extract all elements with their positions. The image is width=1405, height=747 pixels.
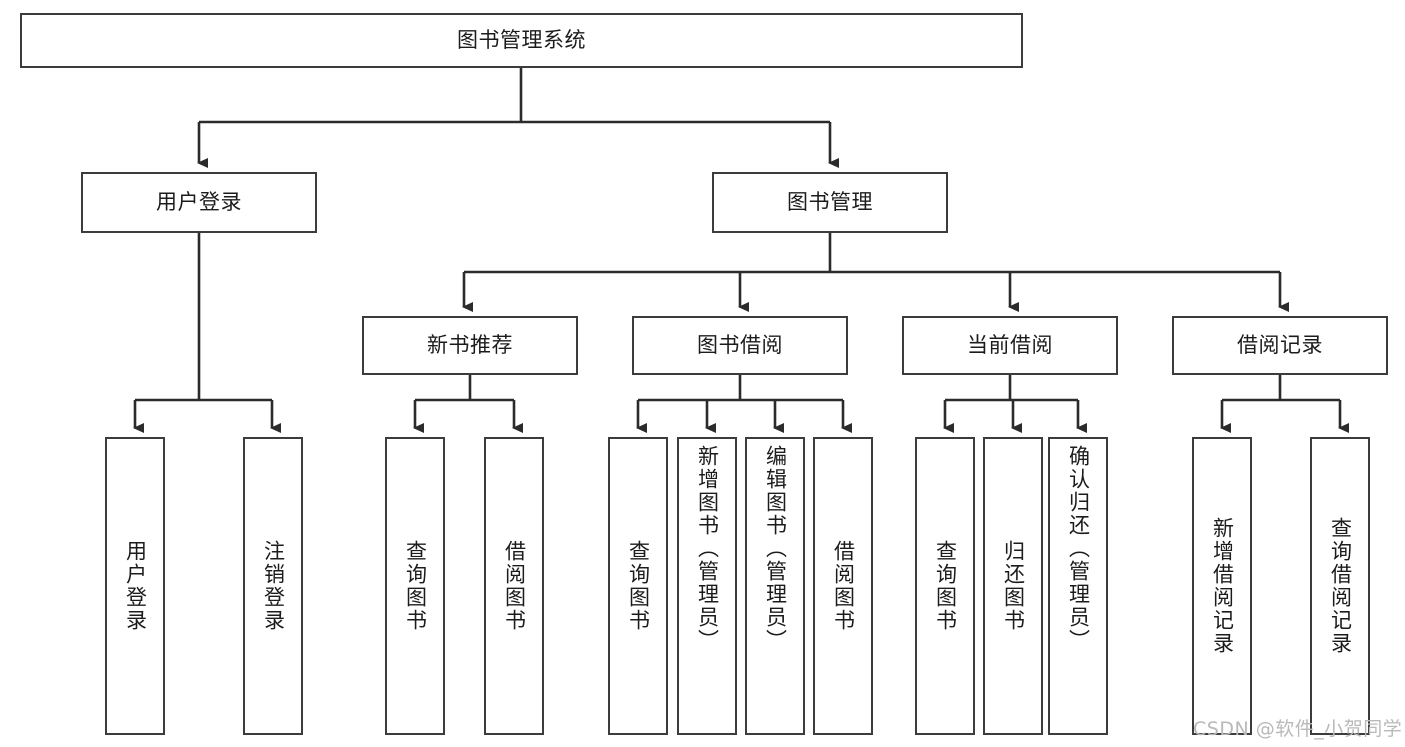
leaf-node[interactable]: 查询图书 xyxy=(915,437,975,735)
leaf-label: 新增借阅记录 xyxy=(1210,517,1235,655)
leaf-node[interactable]: 查询图书 xyxy=(608,437,668,735)
connector-group-root xyxy=(197,68,839,168)
connector-group-borrow-record xyxy=(1220,375,1349,433)
leaf-label: 借阅图书 xyxy=(831,540,856,632)
leaf-label: 编辑图书（管理员） xyxy=(763,445,788,652)
leaf-node[interactable]: 新增借阅记录 xyxy=(1192,437,1252,735)
connector-group-book-manage xyxy=(462,233,1289,312)
node-root-system[interactable]: 图书管理系统 xyxy=(20,13,1023,68)
leaf-label: 查询图书 xyxy=(403,540,428,632)
node-user-login[interactable]: 用户登录 xyxy=(81,172,317,233)
node-current-borrow-label: 当前借阅 xyxy=(967,332,1053,357)
node-user-login-label: 用户登录 xyxy=(156,189,242,214)
leaf-node[interactable]: 注销登录 xyxy=(243,437,303,735)
node-borrow-record[interactable]: 借阅记录 xyxy=(1172,316,1388,375)
connector-group-book-borrow xyxy=(636,375,852,433)
leaf-node[interactable]: 确认归还（管理员） xyxy=(1048,437,1108,735)
node-book-management-label: 图书管理 xyxy=(787,189,873,214)
node-book-management[interactable]: 图书管理 xyxy=(712,172,948,233)
leaf-node[interactable]: 归还图书 xyxy=(983,437,1043,735)
node-root-label: 图书管理系统 xyxy=(457,27,586,52)
leaf-node[interactable]: 编辑图书（管理员） xyxy=(745,437,805,735)
node-book-borrow[interactable]: 图书借阅 xyxy=(632,316,848,375)
leaf-node[interactable]: 查询借阅记录 xyxy=(1310,437,1370,735)
leaf-label: 归还图书 xyxy=(1001,540,1026,632)
node-current-borrow[interactable]: 当前借阅 xyxy=(902,316,1118,375)
node-new-book-recommend-label: 新书推荐 xyxy=(427,332,513,357)
leaf-label: 新增图书（管理员） xyxy=(695,445,720,652)
leaf-node[interactable]: 用户登录 xyxy=(105,437,165,735)
node-borrow-record-label: 借阅记录 xyxy=(1237,332,1323,357)
leaf-label: 查询图书 xyxy=(626,540,651,632)
leaf-label: 注销登录 xyxy=(261,540,286,632)
node-book-borrow-label: 图书借阅 xyxy=(697,332,783,357)
leaf-node[interactable]: 借阅图书 xyxy=(484,437,544,735)
connector-group-current-borrow xyxy=(943,375,1087,433)
leaf-label: 借阅图书 xyxy=(502,540,527,632)
connector-group-new-book xyxy=(413,375,523,433)
leaf-node[interactable]: 借阅图书 xyxy=(813,437,873,735)
leaf-node[interactable]: 查询图书 xyxy=(385,437,445,735)
leaf-label: 查询借阅记录 xyxy=(1328,517,1353,655)
connector-group-user-login xyxy=(133,233,281,433)
node-new-book-recommend[interactable]: 新书推荐 xyxy=(362,316,578,375)
leaf-node[interactable]: 新增图书（管理员） xyxy=(677,437,737,735)
leaf-label: 确认归还（管理员） xyxy=(1066,445,1091,652)
leaf-label: 查询图书 xyxy=(933,540,958,632)
leaf-label: 用户登录 xyxy=(123,540,148,632)
